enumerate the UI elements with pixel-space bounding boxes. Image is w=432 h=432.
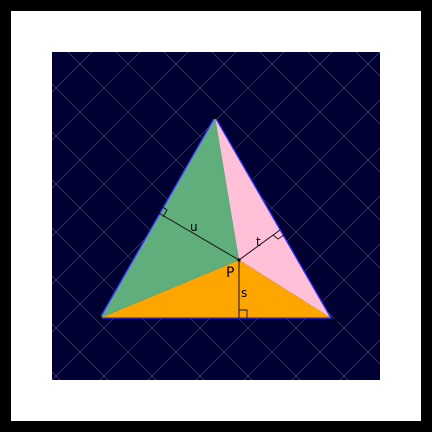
perpendicular-u (156, 205, 240, 261)
vertex-left-dot (98, 316, 102, 320)
region-bottom (100, 260, 331, 318)
triangle-outline (98, 115, 333, 319)
grid-line (51, 51, 93, 93)
grid-line (291, 291, 381, 381)
point-p-dot (237, 258, 241, 262)
distance-t-label: t (256, 235, 261, 249)
distance-u-label: u (190, 220, 198, 234)
point-p-label: P (226, 265, 234, 281)
grid-line (51, 51, 141, 141)
vertex-right-dot (334, 318, 338, 322)
grid-line (51, 51, 189, 189)
vertex-top-dot (213, 115, 217, 119)
grid-line (339, 339, 381, 381)
distance-s-label: s (241, 286, 247, 300)
region-left (100, 117, 239, 318)
perpendicular-t (238, 229, 285, 261)
grid-line (51, 51, 285, 285)
perpendicular-s (238, 260, 248, 318)
grid-line (51, 51, 237, 237)
